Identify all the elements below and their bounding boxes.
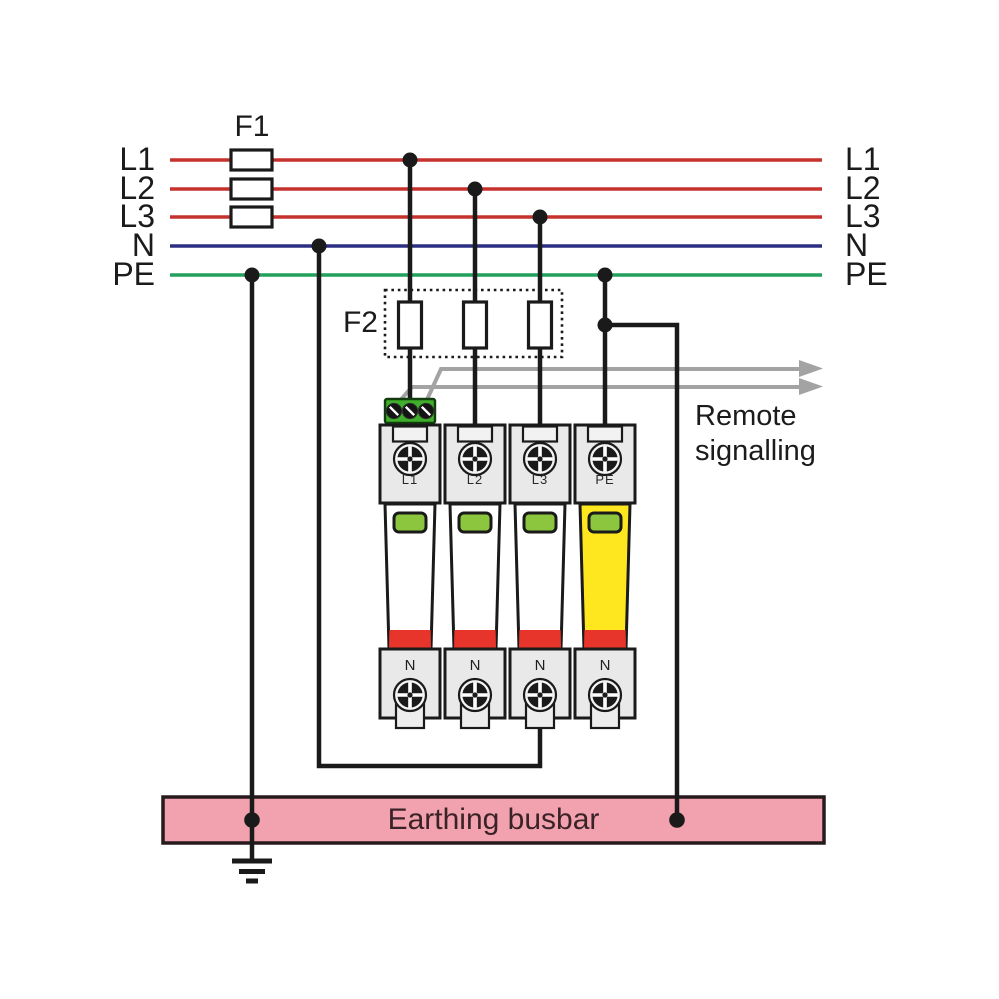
bus-label-left-l3: L3 <box>119 198 155 234</box>
bus-label-left-n: N <box>131 227 155 263</box>
spd-module-l3 <box>508 423 572 730</box>
phillips-screw-icon <box>522 441 558 477</box>
remote-signalling-label: Remote signalling <box>695 400 816 468</box>
fuse-f2-block <box>383 288 564 359</box>
junction-dot <box>467 181 483 197</box>
module-top-clip <box>521 425 559 443</box>
junction-dot <box>244 267 260 283</box>
phillips-screw-icon <box>587 441 623 477</box>
junction-dot <box>532 209 548 225</box>
slotted-screw-icon <box>417 402 435 420</box>
fuse-f1-l3 <box>229 205 274 229</box>
phillips-screw-icon <box>457 677 493 713</box>
phillips-screw-icon <box>587 677 623 713</box>
status-stripe <box>519 630 561 648</box>
bus-label-right-l1: L1 <box>845 141 881 177</box>
junction-dots <box>244 152 685 828</box>
fuse-f1-block <box>229 148 274 229</box>
bus-label-right-n: N <box>845 227 869 263</box>
slotted-screw-icon <box>401 402 419 420</box>
junction-dot <box>597 267 613 283</box>
status-stripe <box>584 630 626 648</box>
status-indicator-window <box>392 511 428 534</box>
module-top-clip <box>456 425 494 443</box>
signal-terminal-block <box>383 397 437 425</box>
bus-label-right-l3: L3 <box>845 198 881 234</box>
phillips-screw-icon <box>522 677 558 713</box>
status-indicator-window <box>587 511 623 534</box>
module-terminal-label: L3 <box>531 472 549 487</box>
module-terminal-label: N <box>469 657 481 674</box>
bus-label-left-l1: L1 <box>119 141 155 177</box>
module-terminal-label: N <box>534 657 546 674</box>
fuse-f2-l1 <box>396 300 424 350</box>
remote-signal-wire-upper <box>423 367 801 405</box>
bus-label-right-pe: PE <box>845 256 888 292</box>
junction-dot <box>402 152 418 168</box>
bus-label-right-l2: L2 <box>845 170 881 206</box>
earth-ground-icon <box>232 858 272 884</box>
status-stripe <box>389 630 431 648</box>
module-terminal-label: N <box>404 657 416 674</box>
wire-n-return <box>316 246 543 769</box>
status-indicator-window <box>457 511 493 534</box>
spd-module-pe <box>573 423 637 730</box>
module-terminal-label: L2 <box>466 472 484 487</box>
fuse-f2-dashed-outline <box>383 288 564 359</box>
spd-module-l2 <box>443 423 507 730</box>
fuse-f1-l2 <box>229 177 274 201</box>
module-top-clip <box>586 425 624 443</box>
fuse-f2-label: F2 <box>342 306 378 339</box>
fuse-f2-l3 <box>526 300 554 350</box>
status-stripe <box>454 630 496 648</box>
module-top-clip <box>391 425 429 443</box>
bus-lines <box>170 158 822 277</box>
fuse-f1-l1 <box>229 148 274 172</box>
phillips-screw-icon <box>457 441 493 477</box>
module-terminal-label: L1 <box>401 472 419 487</box>
wire-pe-to-busbar <box>605 322 680 820</box>
junction-dot <box>311 238 327 254</box>
junction-dot <box>669 812 685 828</box>
phillips-screw-icon <box>392 441 428 477</box>
fuse-f2-l2 <box>461 300 489 350</box>
spd-module-l1 <box>378 423 442 730</box>
bus-label-left-pe: PE <box>112 256 155 292</box>
slotted-screw-icon <box>385 402 403 420</box>
bus-label-left-l2: L2 <box>119 170 155 206</box>
junction-dot <box>244 812 260 828</box>
earthing-busbar-label: Earthing busbar <box>387 803 600 836</box>
module-terminal-label: PE <box>595 472 615 487</box>
module-terminal-label: N <box>599 657 611 674</box>
phillips-screw-icon <box>392 677 428 713</box>
fuse-f1-label: F1 <box>234 110 270 143</box>
status-indicator-window <box>522 511 558 534</box>
earthing-busbar <box>161 795 826 845</box>
junction-dot <box>597 317 613 333</box>
earthing-busbar-bar <box>161 795 826 845</box>
arrow-right-icon <box>799 378 823 395</box>
arrow-right-icon <box>799 360 823 377</box>
